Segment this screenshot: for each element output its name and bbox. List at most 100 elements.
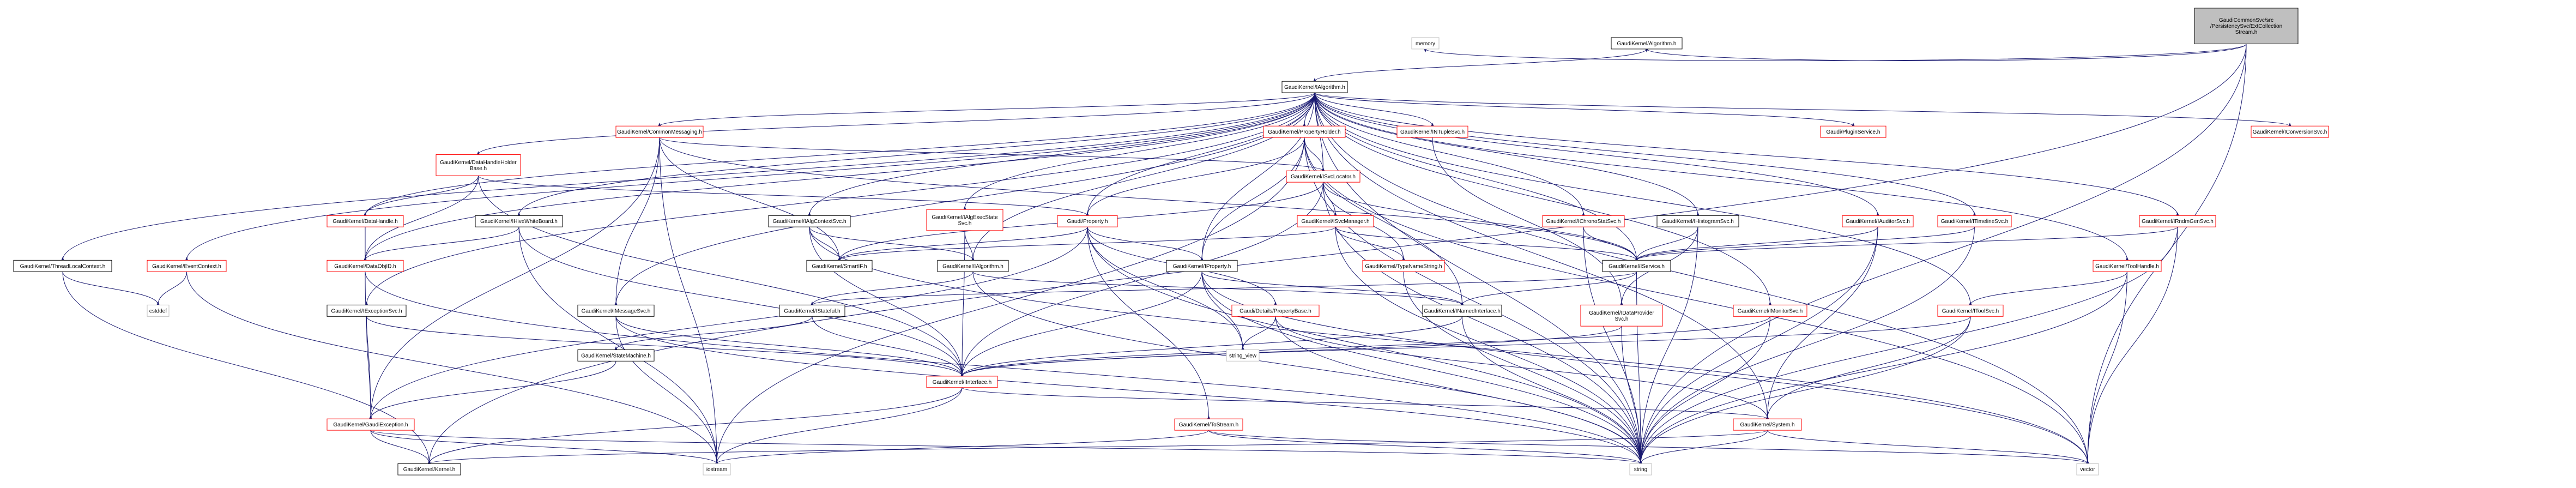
node-layer: GaudiCommonSvc/src/PersistencySvc/ExtCol… [13, 8, 2329, 475]
node-box-idataprov [1580, 304, 1663, 327]
edge-propholder-to-vector [1304, 137, 2089, 464]
node-inamed[interactable]: GaudiKernel/INamedInterface.h [1422, 304, 1502, 317]
node-tostream[interactable]: GaudiKernel/ToStream.h [1174, 418, 1243, 431]
edge-iwhiteboard-to-iinterface [518, 227, 964, 377]
node-box-dataobjid [326, 260, 404, 272]
edge-dataobjid-to-string [365, 272, 1642, 464]
node-box-ialgorithm2 [937, 260, 1009, 272]
node-ialgctx[interactable]: GaudiKernel/IAlgContextSvc.h [768, 215, 851, 227]
node-propholder[interactable]: GaudiKernel/PropertyHolder.h [1263, 125, 1346, 138]
edge-propholder-to-inamed [1304, 137, 1464, 306]
edge-imodmgr-to-vector [2086, 227, 2178, 464]
node-label-intuple: GaudiKernel/INTupleSvc.h [1400, 129, 1465, 135]
node-dataobjid[interactable]: GaudiKernel/DataObjID.h [326, 260, 404, 272]
node-gsystem[interactable]: GaudiKernel/System.h [1733, 418, 1802, 431]
edge-gexception-to-kernel [370, 430, 431, 464]
edge-ialg-to-iconvsvc [1314, 92, 2291, 127]
node-commsg[interactable]: GaudiKernel/CommonMessaging.h [615, 125, 704, 138]
node-intuple[interactable]: GaudiKernel/INTupleSvc.h [1396, 125, 1468, 138]
edge-tostream-to-string [1208, 430, 1642, 465]
edge-commsg-to-isvcloc [659, 137, 1325, 172]
node-itoolsvc2[interactable]: GaudiKernel/IToolSvc.h [1937, 304, 2004, 317]
node-ialgorithm2[interactable]: GaudiKernel/IAlgorithm.h [937, 260, 1009, 272]
node-imodmgr[interactable]: GaudiKernel/IRndmGenSvc.h [2139, 215, 2216, 227]
node-kernel[interactable]: GaudiKernel/Kernel.h [397, 463, 461, 475]
node-box-iinterface [926, 376, 998, 388]
node-label-gproperty: Gaudi/Property.h [1067, 219, 1108, 225]
node-galgh[interactable]: GaudiKernel/Algorithm.h [1611, 37, 1683, 50]
node-label-itimeline: GaudiKernel/ITimelineSvc.h [1941, 219, 2009, 225]
node-imonitor[interactable]: GaudiKernel/IMonitorSvc.h [1733, 304, 1807, 317]
edge-isvcloc-to-string [1323, 182, 1642, 464]
edge-eventctx-to-iostream [186, 272, 718, 464]
node-statemachine[interactable]: GaudiKernel/StateMachine.h [577, 349, 655, 362]
node-datahandle[interactable]: GaudiKernel/DataHandle.h [326, 215, 404, 227]
node-typenamestr[interactable]: GaudiKernel/TypeNameString.h [1362, 260, 1445, 272]
edge-iwhiteboard-to-iostream [518, 227, 718, 464]
edge-iproperty-to-inamed [1201, 272, 1464, 306]
edge-itoolsvc2-to-string [1639, 316, 1971, 464]
node-iservice[interactable]: GaudiKernel/IService.h [1602, 260, 1671, 272]
edge-itoolsvc-to-vector [2086, 272, 2127, 464]
edge-statemachine-to-gexception [369, 361, 616, 419]
node-gexception[interactable]: GaudiKernel/GaudiException.h [326, 418, 415, 431]
node-label-idataprov: GaudiKernel/IDataProvider [1589, 310, 1654, 316]
node-label-statemachine: GaudiKernel/StateMachine.h [581, 353, 651, 359]
node-detailsprop[interactable]: Gaudi/Details/PropertyBase.h [1231, 304, 1320, 317]
edge-itoolsvc-to-string [1639, 272, 2127, 464]
node-ichrono[interactable]: GaudiKernel/IChronoStatSvc.h [1542, 215, 1625, 227]
node-iinterface[interactable]: GaudiKernel/IInterface.h [926, 376, 998, 388]
edge-itoolsvc2-to-gsystem [1765, 316, 1971, 419]
edge-ialgorithm2-to-istateful [811, 272, 973, 306]
node-label-string: string [1634, 467, 1647, 473]
node-box-detailsprop [1231, 304, 1320, 317]
node-box-intuple [1396, 125, 1468, 138]
node-smartif[interactable]: GaudiKernel/SmartIF.h [806, 260, 873, 272]
node-iplugin[interactable]: Gaudi/PluginService.h [1820, 125, 1886, 138]
node-threadlocal[interactable]: GaudiKernel/ThreadLocalContext.h [13, 260, 112, 272]
node-box-itimeline [1937, 215, 2012, 227]
node-label-isvcloc: GaudiKernel/ISvcLocator.h [1291, 174, 1356, 180]
node-ialg[interactable]: GaudiKernel/IAlgorithm.h [1281, 81, 1348, 93]
node-box-imsgsvc [577, 304, 655, 317]
node-istateful[interactable]: GaudiKernel/IStateful.h [779, 304, 845, 317]
node-box-itoolsvc [2093, 260, 2162, 272]
node-iexcsvc[interactable]: GaudiKernel/IExceptionSvc.h [326, 304, 407, 317]
node-eventctx[interactable]: GaudiKernel/EventContext.h [147, 260, 227, 272]
node-isvcloc[interactable]: GaudiKernel/ISvcLocator.h [1286, 170, 1360, 183]
edge-iproperty-to-string_view [1201, 272, 1244, 351]
node-iproperty[interactable]: GaudiKernel/IProperty.h [1166, 260, 1238, 272]
node-label-iwhiteboard: GaudiKernel/IHiveWhiteBoard.h [480, 219, 558, 225]
node-itimeline[interactable]: GaudiKernel/ITimelineSvc.h [1937, 215, 2012, 227]
node-box-string_view [1226, 349, 1260, 362]
node-isvcmgr[interactable]: GaudiKernel/ISvcManager.h [1297, 215, 1374, 227]
node-box-dhholder [436, 154, 521, 176]
edge-propholder-to-isvcloc [1304, 137, 1325, 171]
node-iconvsvc[interactable]: GaudiKernel/IConversionSvc.h [2251, 125, 2329, 138]
edge-commsg-to-gexception [369, 137, 660, 419]
edge-ialg-to-gproperty [1086, 93, 1315, 216]
node-label-imodmgr: GaudiKernel/IRndmGenSvc.h [2142, 219, 2214, 225]
node-label-iservice: GaudiKernel/IService.h [1609, 263, 1665, 269]
edge-ialg-to-ichrono [1314, 93, 1585, 216]
node-string: string [1629, 463, 1652, 475]
node-gproperty[interactable]: Gaudi/Property.h [1057, 215, 1118, 227]
node-ihisto[interactable]: GaudiKernel/IHistogramSvc.h [1656, 215, 1739, 227]
edge-istateful-to-statemachine [614, 316, 813, 351]
node-itoolsvc[interactable]: GaudiKernel/ToolHandle.h [2093, 260, 2162, 272]
node-iauditor[interactable]: GaudiKernel/IAuditorSvc.h [1842, 215, 1914, 227]
edge-imsgsvc-to-string [615, 316, 1642, 464]
edge-commsg-to-iservice [659, 137, 1638, 261]
node-imsgsvc[interactable]: GaudiKernel/IMessageSvc.h [577, 304, 655, 317]
node-label-ialg: GaudiKernel/IAlgorithm.h [1284, 85, 1345, 91]
edge-gsystem-to-kernel [427, 430, 1768, 465]
node-iwhiteboard[interactable]: GaudiKernel/IHiveWhiteBoard.h [475, 215, 563, 227]
edge-gproperty-to-iproperty [1087, 227, 1204, 261]
node-root[interactable]: GaudiCommonSvc/src/PersistencySvc/ExtCol… [2194, 8, 2299, 45]
edge-galgh-to-ialg [1313, 49, 1647, 82]
